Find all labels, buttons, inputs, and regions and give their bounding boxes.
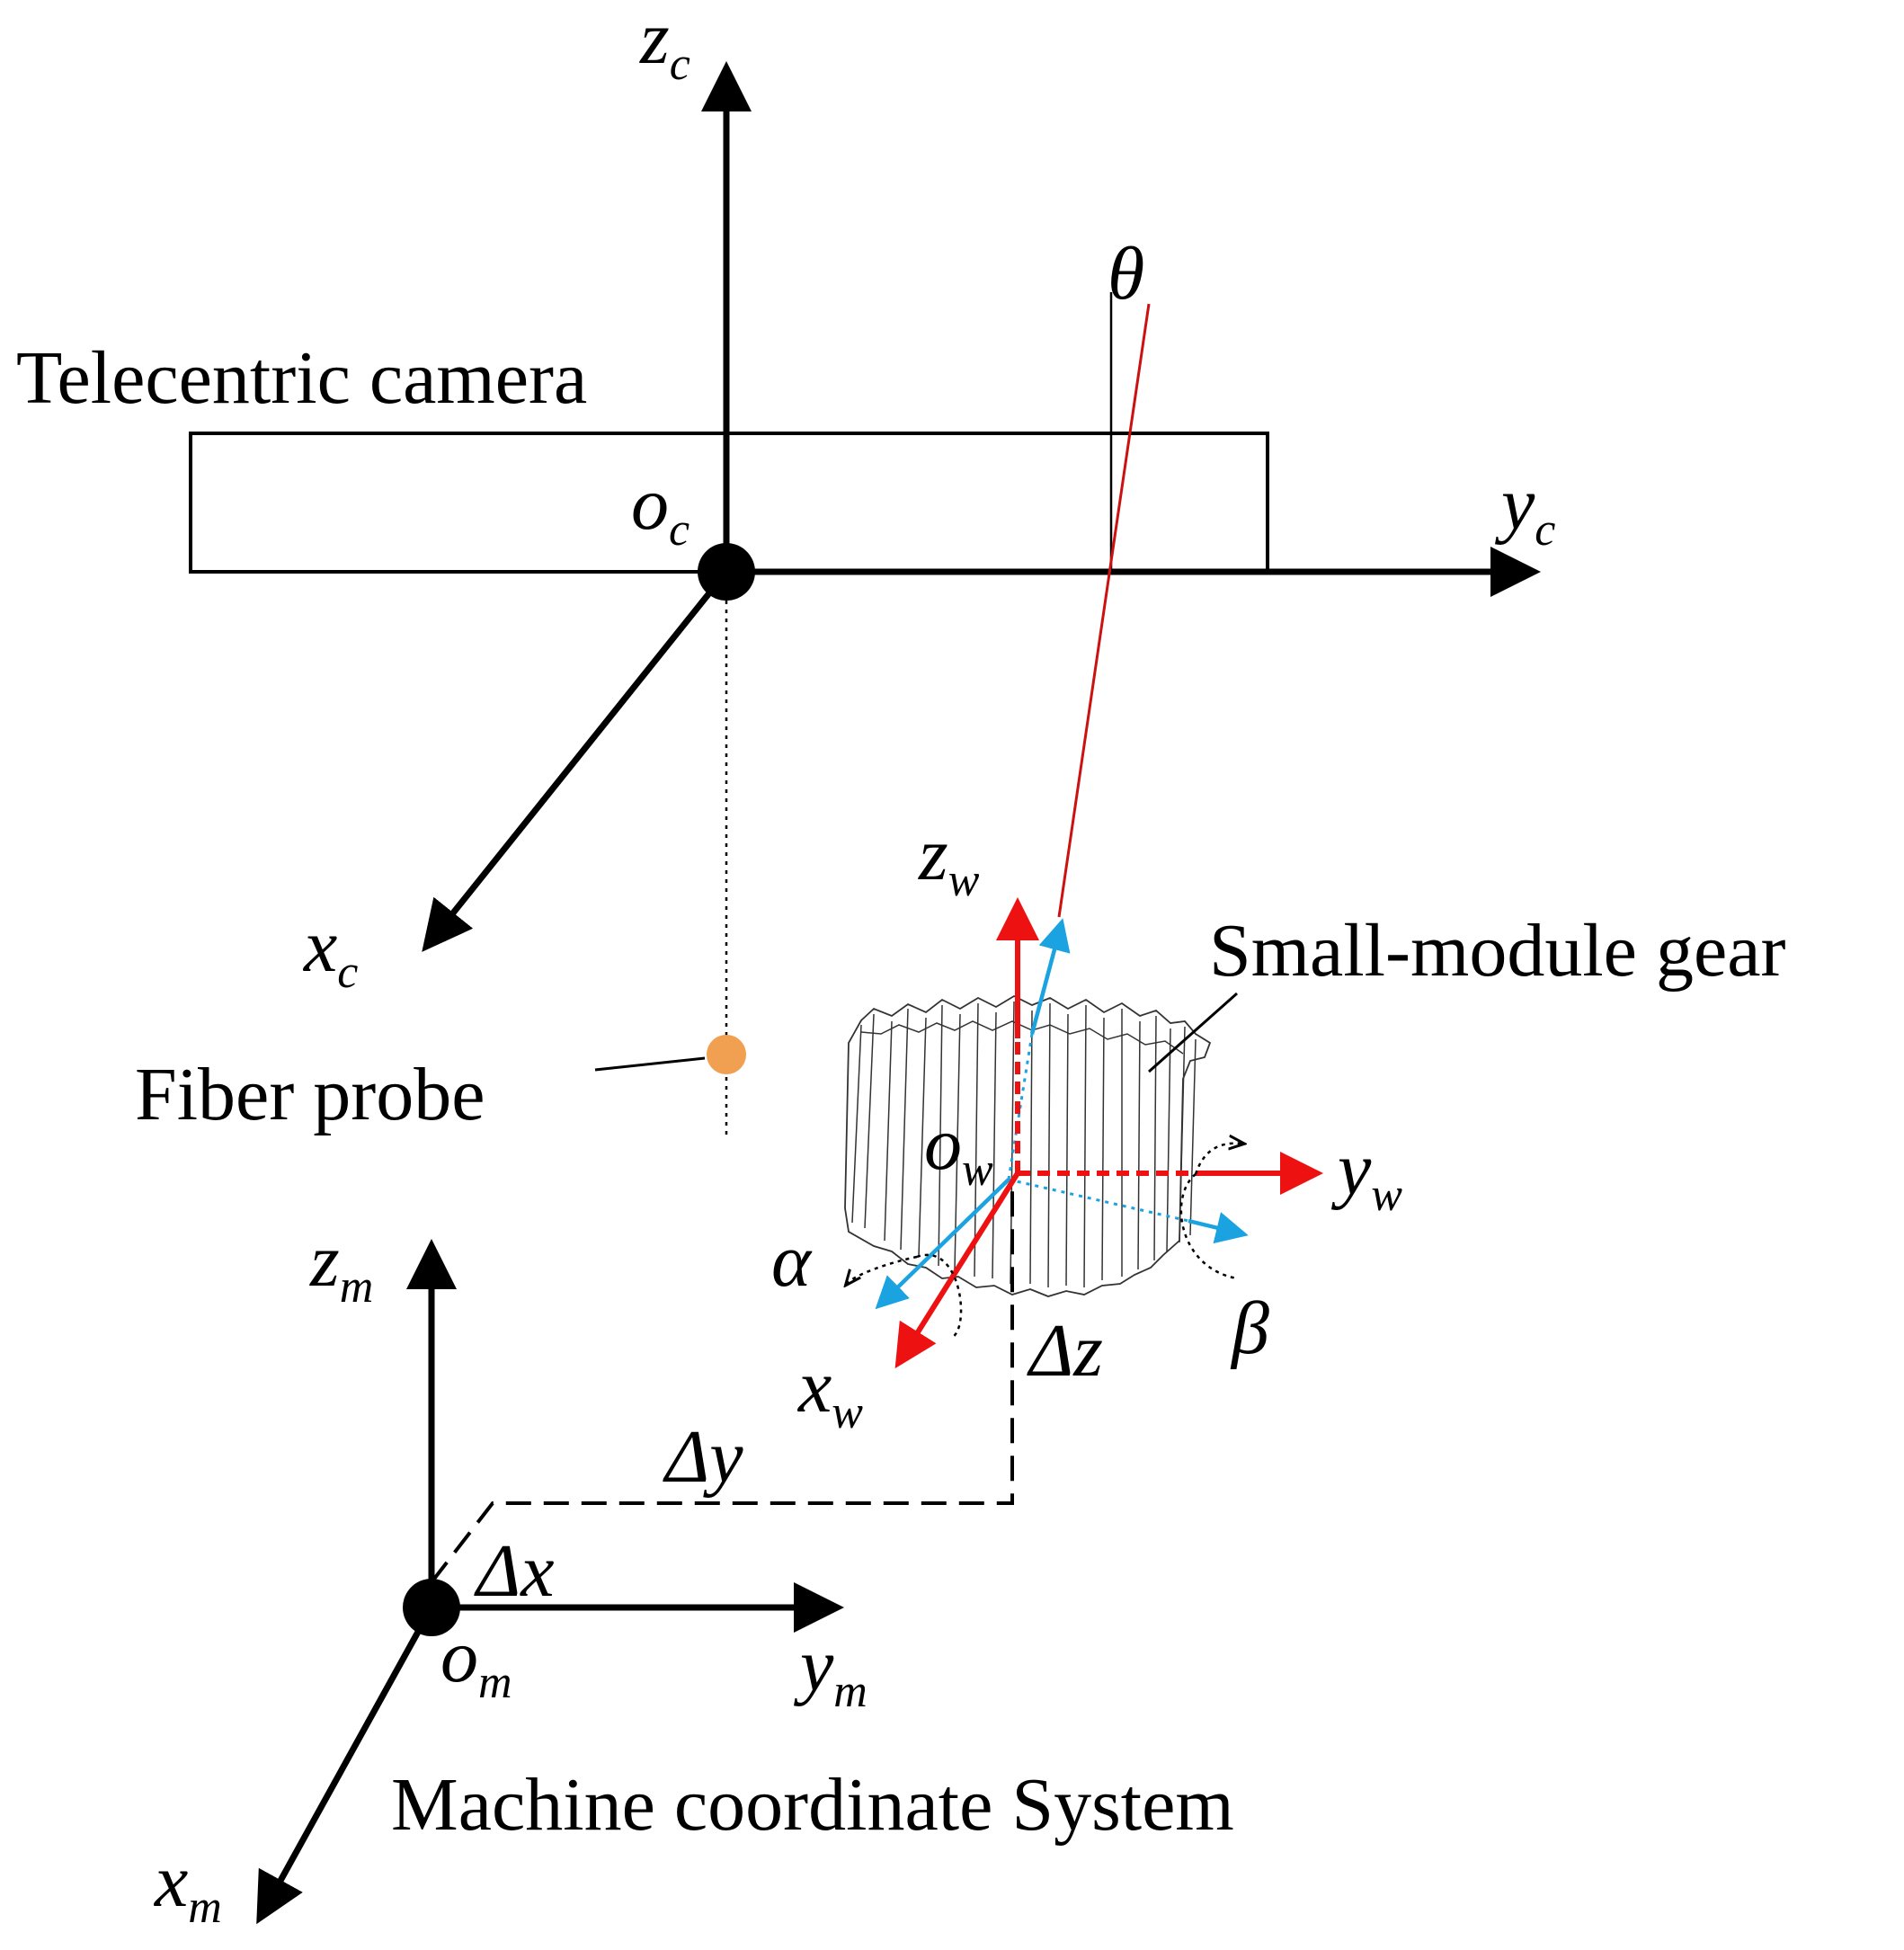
theta-symbol: θ	[1108, 232, 1144, 316]
yc-label: yc	[1494, 462, 1555, 556]
fiber-probe-leader	[594, 1056, 706, 1072]
om-origin	[403, 1579, 460, 1636]
delta-y-symbol: Δy	[663, 1415, 743, 1499]
yw-label: yw	[1330, 1127, 1402, 1221]
gear-illustration	[844, 994, 1212, 1297]
offset-dashed-path	[430, 1182, 1014, 1584]
machine-label: Machine coordinate System	[391, 1763, 1234, 1847]
zc-label: zc	[639, 0, 690, 90]
fiber-probe-dot	[707, 1035, 746, 1074]
beta-rotation-arrow	[1194, 1144, 1242, 1175]
yw-blue-axis	[1188, 1212, 1249, 1244]
xm-label: xm	[153, 1839, 222, 1933]
yw-blue-dotted	[1008, 1178, 1189, 1223]
om-label: om	[440, 1615, 512, 1708]
oc-origin	[698, 543, 755, 601]
probe-label: Fiber probe	[135, 1053, 485, 1136]
delta-x-symbol: Δx	[474, 1529, 555, 1613]
delta-z-symbol: Δz	[1027, 1309, 1103, 1393]
alpha-rotation-arc	[916, 1253, 963, 1340]
beta-symbol: β	[1230, 1287, 1269, 1370]
xw-blue-axis	[875, 1178, 1010, 1310]
camera-label: Telecentric camera	[16, 336, 587, 420]
zw-blue-axis	[1029, 918, 1071, 1035]
alpha-symbol: α	[771, 1219, 813, 1303]
beta-rotation-arc	[1179, 1173, 1238, 1280]
oc-label: oc	[631, 462, 690, 556]
alpha-rotation-arrow	[847, 1255, 918, 1284]
xm-axis	[256, 1606, 435, 1925]
ym-label: ym	[793, 1624, 867, 1717]
gear-label: Small-module gear	[1209, 909, 1786, 993]
zw-label: zw	[918, 813, 980, 906]
xc-label: xc	[302, 904, 358, 998]
xw-label: xw	[796, 1345, 863, 1438]
zm-label: zm	[309, 1219, 373, 1313]
theta-ray	[1057, 303, 1151, 918]
ow-label: ow	[924, 1102, 993, 1196]
xc-axis	[422, 569, 729, 952]
xw-red-axis	[894, 1171, 1020, 1369]
gear-leader	[1148, 992, 1238, 1073]
